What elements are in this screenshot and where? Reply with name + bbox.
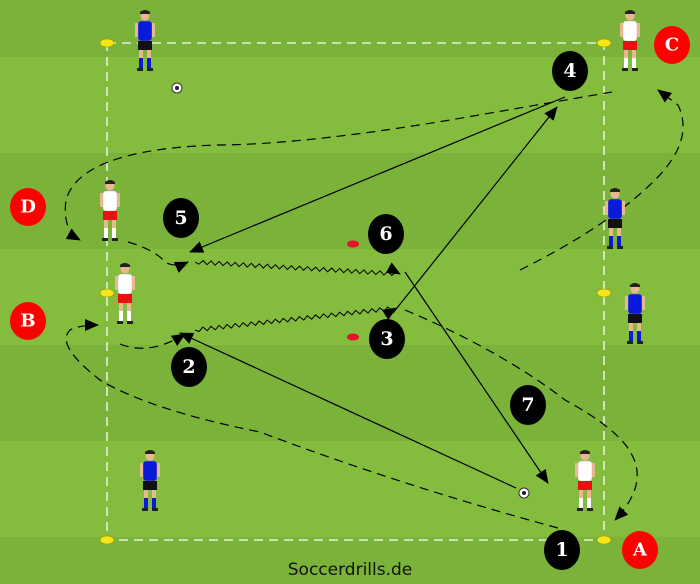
step-7: 7 (510, 385, 546, 425)
cone (99, 38, 115, 48)
step-markers: 1 2 3 4 5 6 7 (163, 51, 588, 570)
svg-text:B: B (20, 311, 35, 332)
player-white-red (620, 10, 640, 71)
run-line-b-to-2 (119, 333, 186, 349)
pass-arrow-4 (189, 96, 566, 253)
step-2: 2 (171, 347, 207, 387)
player-blue (625, 283, 645, 344)
svg-text:6: 6 (379, 223, 392, 245)
cone (99, 288, 115, 298)
field-boundary (106, 42, 605, 541)
red-cones (347, 240, 359, 341)
dribble-line-5-6 (194, 259, 401, 277)
ball (518, 487, 530, 499)
player-blue (605, 188, 625, 249)
run-line-to-c (519, 89, 684, 271)
svg-text:5: 5 (174, 207, 187, 229)
players (100, 10, 645, 511)
svg-text:3: 3 (380, 328, 393, 350)
balls (171, 82, 530, 499)
player-white-red (575, 450, 595, 511)
cone (596, 38, 612, 48)
svg-text:D: D (20, 197, 36, 218)
cones (99, 38, 612, 545)
run-lines (64, 89, 684, 529)
svg-text:C: C (665, 35, 679, 56)
credit-text: Soccerdrills.de (287, 560, 413, 580)
player-blue (135, 10, 155, 71)
svg-text:7: 7 (521, 394, 534, 416)
player-white-red (100, 180, 120, 241)
ball (171, 82, 183, 94)
svg-text:1: 1 (555, 539, 568, 561)
player-white-red (115, 263, 135, 324)
cone (99, 535, 115, 545)
dribble-line-2-3 (194, 306, 397, 333)
svg-text:2: 2 (182, 356, 195, 378)
label-d: D (10, 188, 46, 226)
label-b: B (10, 302, 46, 340)
step-5: 5 (163, 198, 199, 238)
label-c: C (654, 26, 690, 64)
pass-arrow-7 (404, 271, 549, 484)
dribble-lines (194, 259, 401, 333)
step-3: 3 (369, 319, 405, 359)
run-line-a-to-b (65, 319, 559, 529)
cone (596, 535, 612, 545)
cone (347, 333, 359, 341)
step-1: 1 (544, 530, 580, 570)
pass-arrow-1 (179, 332, 517, 489)
pass-arrow-3 (392, 106, 558, 314)
run-line-3-to-a (404, 309, 638, 521)
label-a: A (622, 531, 658, 569)
cone (347, 240, 359, 248)
pass-lines (179, 96, 566, 489)
position-labels: A B C D (10, 26, 690, 569)
player-blue (140, 450, 160, 511)
svg-text:4: 4 (563, 60, 576, 82)
svg-text:A: A (632, 540, 648, 561)
cone (596, 288, 612, 298)
run-line-c-to-d (64, 91, 613, 241)
step-4: 4 (552, 51, 588, 91)
step-6: 6 (368, 214, 404, 254)
